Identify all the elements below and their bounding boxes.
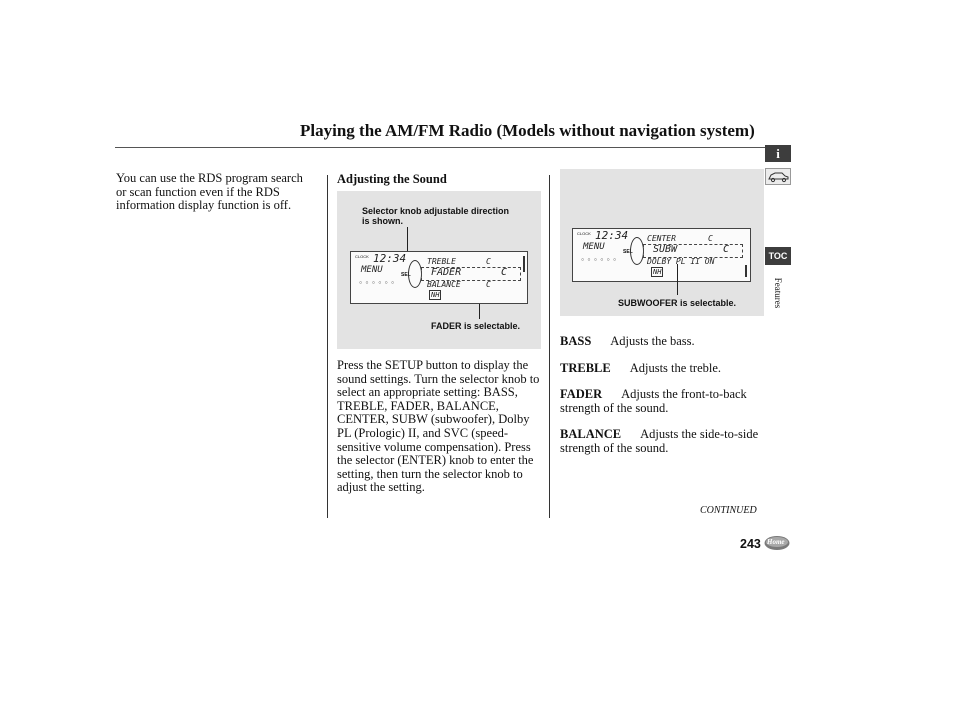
clock-label: CLOCK — [355, 254, 369, 259]
left-paragraph: You can use the RDS program search or sc… — [116, 171, 303, 213]
sel-label: SEL — [623, 249, 633, 255]
title-rule — [115, 147, 765, 148]
lcd-line1: CENTER — [647, 234, 676, 243]
selector-knob-icon — [630, 237, 644, 265]
term-item: TREBLE Adjusts the treble. — [560, 361, 765, 388]
info-icon: i — [776, 146, 780, 161]
page-title: Playing the AM/FM Radio (Models without … — [300, 121, 755, 140]
page-number: 243 — [740, 537, 761, 551]
lcd-line2: SUBW — [653, 244, 678, 255]
lcd-line2: FADER — [431, 267, 462, 278]
callout-fader-selectable: FADER is selectable. — [431, 321, 521, 331]
toc-label: TOC — [768, 251, 788, 261]
level-bar — [523, 256, 525, 272]
term-description: Adjusts the side-to-side strength of the… — [560, 427, 759, 455]
toc-button[interactable]: TOC — [765, 247, 791, 265]
lcd-highlight-box — [643, 244, 743, 258]
menu-label: MENU — [361, 265, 383, 275]
preset-indicators: ○ ○ ○ ○ ○ ○ — [581, 257, 618, 263]
lcd-line1-value: C — [486, 257, 491, 266]
lcd-line2-value: C — [501, 267, 508, 278]
section-tab: Features — [770, 274, 784, 318]
lcd-line3: DOLBY PL II ON — [647, 257, 715, 266]
terms-list: BASS Adjusts the bass. TREBLE Adjusts the … — [560, 334, 765, 455]
home-icon — [764, 536, 790, 550]
sel-label: SEL — [401, 272, 411, 278]
middle-paragraph: Press the SETUP button to display the so… — [337, 358, 540, 495]
home-button[interactable]: Home — [764, 535, 790, 551]
term-name: TREBLE — [560, 361, 611, 375]
clock-time: 12:34 — [595, 229, 629, 242]
subwoofer-figure-panel: CLOCK 12:34 MENU SEL CENTER C SUBW C DOL… — [560, 169, 764, 316]
info-button[interactable]: i — [765, 145, 791, 162]
lcd-highlight-box — [421, 267, 521, 281]
term-item: BASS Adjusts the bass. — [560, 334, 765, 362]
radio-display-subw: CLOCK 12:34 MENU SEL CENTER C SUBW C DOL… — [572, 228, 751, 282]
car-icon — [768, 172, 789, 183]
section-label: Features — [773, 277, 783, 309]
term-name: FADER — [560, 387, 603, 401]
selector-knob-icon — [408, 260, 422, 288]
continued-label: CONTINUED — [700, 505, 757, 516]
term-description: Adjusts the bass. — [610, 334, 695, 348]
term-description: Adjusts the treble. — [629, 361, 722, 375]
home-label: Home — [767, 538, 785, 546]
menu-label: MENU — [583, 242, 605, 252]
callout-leader-top — [407, 227, 408, 255]
callout-leader — [677, 264, 678, 295]
nh-indicator: NH — [429, 290, 442, 300]
lcd-line1: TREBLE — [427, 257, 456, 266]
lcd-line1-value: C — [708, 234, 713, 243]
clock-time: 12:34 — [373, 252, 407, 265]
column-divider-left — [327, 175, 328, 518]
sound-figure-panel: Selector knob adjustable direction is sh… — [337, 191, 541, 349]
clock-label: CLOCK — [577, 231, 591, 236]
preset-indicators: ○ ○ ○ ○ ○ ○ — [359, 280, 396, 286]
column-divider-right — [549, 175, 550, 518]
term-name: BALANCE — [560, 427, 622, 441]
term-name: BASS — [560, 334, 592, 348]
lcd-line3: BALANCE — [427, 280, 461, 289]
callout-selector-direction: Selector knob adjustable direction is sh… — [362, 206, 510, 226]
lcd-line2-value: C — [723, 244, 730, 255]
vehicle-index-button[interactable] — [765, 168, 791, 185]
lcd-line3-value: C — [486, 280, 491, 289]
term-description: Adjusts the front-to-back strength of th… — [560, 387, 747, 415]
nh-indicator: NH — [651, 267, 664, 277]
callout-subwoofer-selectable: SUBWOOFER is selectable. — [618, 298, 737, 308]
level-bar — [745, 265, 747, 277]
section-heading: Adjusting the Sound — [337, 172, 447, 186]
radio-display: CLOCK 12:34 MENU SEL TREBLE C FADER C BA… — [350, 251, 528, 304]
